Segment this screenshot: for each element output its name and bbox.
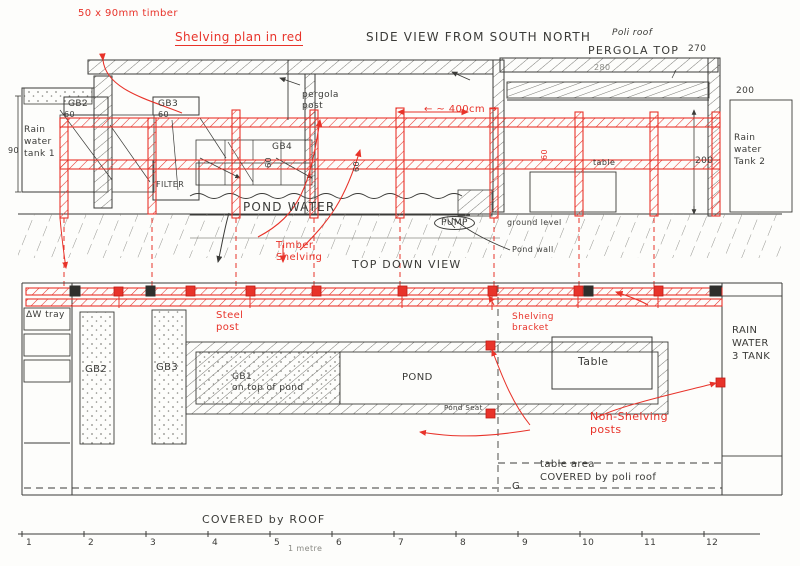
ruler-tick-9: 9 <box>522 538 529 548</box>
label-section-table: table <box>593 158 616 167</box>
plan-rain-tank-3 <box>721 295 783 457</box>
label-pond-wall: Pond wall <box>512 245 554 254</box>
dim-60-c: 60 <box>264 157 273 168</box>
scale-ruler <box>18 531 760 537</box>
label-pump: PUMP <box>434 216 475 230</box>
title-side-view: SIDE VIEW FROM SOUTH NORTH <box>366 30 592 44</box>
section-table <box>529 171 617 213</box>
label-section-gb4: GB4 <box>272 142 293 152</box>
plan-dashed-boundaries <box>24 285 722 492</box>
ruler-tick-3: 3 <box>150 538 157 548</box>
dim-60-a: 60 <box>64 110 75 119</box>
dim-270: 270 <box>688 44 707 54</box>
shelving-overlay-section <box>59 107 721 290</box>
dim-200-inner: 200 <box>695 156 714 166</box>
label-plan-table: Table <box>578 355 609 368</box>
ruler-tick-4: 4 <box>212 538 219 548</box>
label-plan-pond: POND <box>402 372 433 383</box>
dim-60-d: 60 <box>352 161 361 172</box>
ruler-tick-8: 8 <box>460 538 467 548</box>
plan-table <box>551 336 653 390</box>
leader-lines <box>59 53 717 437</box>
ruler-tick-7: 7 <box>398 538 405 548</box>
ruler-tick-6: 6 <box>336 538 343 548</box>
title-top-down-view: TOP DOWN VIEW <box>352 258 462 271</box>
dim-60-b: 60 <box>158 110 169 119</box>
label-covered-by-roof: COVERED by ROOF <box>202 513 326 526</box>
ruler-tick-1: 1 <box>26 538 33 548</box>
label-section-gb2: GB2 <box>68 99 89 109</box>
dim-90-left: 90 <box>8 146 19 155</box>
rain-water-tank-1 <box>15 87 95 193</box>
pergola-rafters <box>506 81 710 101</box>
ruler-tick-10: 10 <box>582 538 595 548</box>
label-pond-water: POND WATER <box>243 200 336 214</box>
dim-60-e: 60 <box>540 149 549 160</box>
label-filter: FILTER <box>156 180 185 189</box>
label-section-gb3: GB3 <box>158 99 179 109</box>
plan-left-trays <box>23 307 71 444</box>
label-plan-gb3: GB3 <box>156 362 179 373</box>
label-plan-gb2: GB2 <box>85 364 108 375</box>
ruler-tick-11: 11 <box>644 538 657 548</box>
ruler-tick-5: 5 <box>274 538 281 548</box>
plan-view-group <box>21 282 783 496</box>
label-poli-roof: Poli roof <box>612 28 653 38</box>
plan-grow-beds <box>79 309 669 445</box>
label-dw-tray: ΔW tray <box>26 310 65 320</box>
ruler-tick-12: 12 <box>706 538 719 548</box>
annotation-timber-spec: 50 x 90mm timber <box>78 8 178 19</box>
dim-200-right: 200 <box>736 86 755 96</box>
label-ground-level: ground level <box>507 218 562 227</box>
ruler-tick-2: 2 <box>88 538 95 548</box>
dim-280: 280 <box>594 63 611 72</box>
label-g-mark: G <box>512 481 521 492</box>
ruler-unit-note: 1 metre <box>288 544 323 553</box>
annotation-span-dimension: ← ~ 400cm → <box>424 104 498 115</box>
legend-shelving-plan: Shelving plan in red <box>175 30 303 46</box>
label-pergola-top: PERGOLA TOP <box>588 44 680 57</box>
shelving-overlay-plan <box>25 285 726 419</box>
label-pond-seat: Pond Seat <box>444 404 483 412</box>
